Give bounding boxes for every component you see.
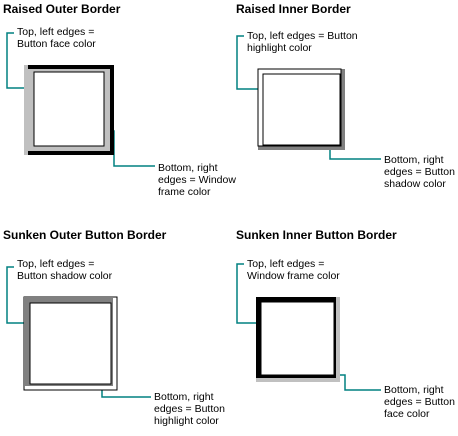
top-note-sunken-inner: Top, left edges = Window frame color bbox=[247, 258, 340, 282]
callout-sunken-inner-top bbox=[236, 263, 256, 324]
note-line: Button shadow color bbox=[17, 270, 113, 282]
note-line: Bottom, right bbox=[154, 391, 214, 403]
raised-outer-interior bbox=[33, 71, 105, 147]
note-line: Top, left edges = bbox=[17, 26, 95, 38]
note-line: shadow color bbox=[384, 178, 446, 190]
note-line: edges = Button bbox=[384, 166, 455, 178]
note-line: Top, left edges = Button bbox=[247, 30, 358, 42]
note-line: Bottom, right bbox=[384, 154, 444, 166]
note-line: edges = Button bbox=[154, 403, 225, 415]
raised-inner-interior bbox=[262, 73, 341, 146]
panel-title-raised-inner: Raised Inner Border bbox=[236, 2, 351, 16]
bottom-note-raised-outer: Bottom, right edges = Window frame color bbox=[158, 162, 236, 198]
callout-sunken-inner-bottom bbox=[338, 374, 381, 391]
note-line: edges = Window bbox=[158, 174, 236, 186]
note-line: Button face color bbox=[17, 38, 96, 50]
callout-raised-outer-bottom bbox=[106, 130, 155, 167]
callout-raised-inner-bottom bbox=[329, 146, 381, 160]
note-line: edges = Button bbox=[384, 396, 455, 408]
note-line: face color bbox=[384, 408, 430, 420]
top-note-raised-outer: Top, left edges = Button face color bbox=[17, 26, 96, 50]
bottom-note-sunken-inner: Bottom, right edges = Button face color bbox=[384, 384, 455, 420]
sunken-inner-interior bbox=[260, 301, 335, 376]
callout-raised-outer-top bbox=[6, 32, 28, 89]
top-note-raised-inner: Top, left edges = Button highlight color bbox=[247, 30, 358, 54]
bottom-note-sunken-outer: Bottom, right edges = Button highlight c… bbox=[154, 391, 225, 427]
callout-sunken-outer-top bbox=[6, 266, 28, 324]
panel-title-raised-outer: Raised Outer Border bbox=[3, 2, 121, 16]
note-line: highlight color bbox=[247, 42, 312, 54]
bottom-note-raised-inner: Bottom, right edges = Button shadow colo… bbox=[384, 154, 455, 190]
note-line: Top, left edges = bbox=[17, 258, 95, 270]
note-line: Bottom, right bbox=[158, 162, 218, 174]
sunken-outer-interior bbox=[29, 302, 112, 385]
note-line: highlight color bbox=[154, 415, 219, 427]
note-line: Window frame color bbox=[247, 270, 340, 282]
note-line: Bottom, right bbox=[384, 384, 444, 396]
callout-raised-inner-top bbox=[236, 35, 258, 90]
note-line: Top, left edges = bbox=[247, 258, 325, 270]
panel-title-sunken-inner: Sunken Inner Button Border bbox=[236, 228, 397, 242]
top-note-sunken-outer: Top, left edges = Button shadow color bbox=[17, 258, 112, 282]
panel-title-sunken-outer: Sunken Outer Button Border bbox=[3, 228, 167, 242]
note-line: frame color bbox=[158, 186, 211, 198]
